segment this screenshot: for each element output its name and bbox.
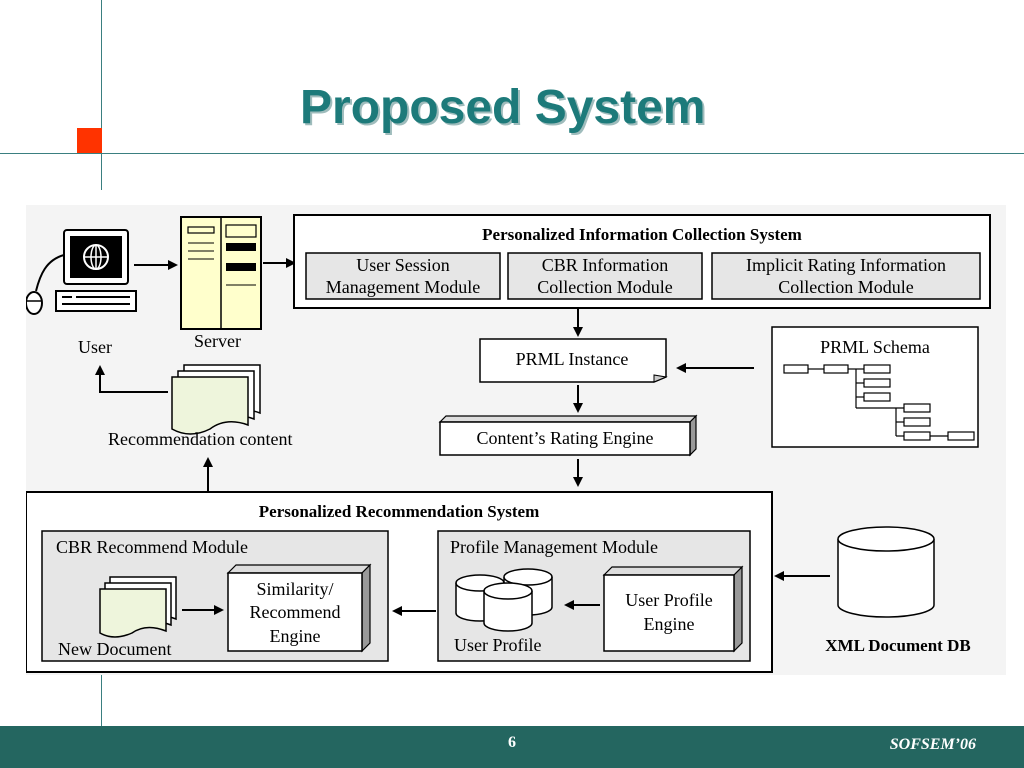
decor-vertical-line-top: [101, 0, 102, 190]
page-number: 6: [508, 734, 516, 751]
user-label: User: [78, 337, 112, 357]
rating-engine-box: Content’s Rating Engine: [438, 414, 698, 457]
cbr-information-module: [507, 252, 703, 300]
similarity-engine-line3: Engine: [270, 626, 321, 646]
xml-document-db-label: XML Document DB: [825, 636, 970, 655]
decor-horizontal-line: [0, 153, 1024, 154]
schema-tree-icon: [783, 364, 975, 441]
cbr-information-module-line1: CBR Information: [542, 255, 669, 275]
collection-system-title: Personalized Information Collection Syst…: [482, 225, 802, 244]
cbr-recommend-module-title: CBR Recommend Module: [56, 537, 248, 557]
new-document-icon: [99, 576, 177, 638]
xml-document-db-icon: [837, 526, 935, 618]
recommendation-system-title: Personalized Recommendation System: [259, 502, 539, 521]
user-session-module-line1: User Session: [356, 255, 450, 275]
slide-title: Proposed System: [300, 81, 706, 134]
prml-schema-box: PRML Schema: [771, 326, 979, 448]
footer-bar: [0, 726, 1024, 768]
conference-label: SOFSEM’06: [889, 736, 976, 753]
arrow-content-to-user: [95, 365, 168, 393]
server-icon: [180, 216, 262, 330]
user-computer-icon: [26, 229, 137, 315]
similarity-engine-line1: Similarity/: [256, 579, 333, 599]
profile-management-module-title: Profile Management Module: [450, 537, 658, 557]
system-diagram: User Server Personalized Information Col…: [26, 205, 1006, 675]
user-profile-label: User Profile: [454, 635, 541, 655]
prml-instance-label: PRML Instance: [516, 349, 629, 369]
implicit-rating-module-line2: Collection Module: [778, 277, 913, 297]
decor-vertical-line-bottom: [101, 672, 102, 726]
implicit-rating-module: [711, 252, 981, 300]
user-profile-engine-line2: Engine: [644, 614, 695, 634]
implicit-rating-module-line1: Implicit Rating Information: [746, 255, 946, 275]
new-document-label: New Document: [58, 639, 171, 659]
user-session-module-line2: Management Module: [326, 277, 480, 297]
prml-instance-box: PRML Instance: [479, 338, 668, 383]
collection-system-box: Personalized Information Collection Syst…: [293, 214, 991, 309]
prml-schema-label: PRML Schema: [820, 337, 930, 357]
recommendation-system-box: Personalized Recommendation System CBR R…: [26, 491, 773, 673]
user-session-module: [305, 252, 501, 300]
rating-engine-label: Content’s Rating Engine: [477, 428, 654, 448]
similarity-engine-line2: Recommend: [250, 602, 341, 622]
user-profile-engine-box: User Profile Engine: [602, 565, 744, 653]
decor-red-square: [77, 128, 102, 153]
server-label: Server: [194, 331, 241, 351]
recommendation-content-label: Recommendation content: [108, 429, 292, 449]
user-profile-db-icon: [455, 568, 553, 632]
similarity-engine-box: Similarity/ Recommend Engine: [226, 563, 372, 653]
recommendation-content-icon: [171, 364, 261, 435]
cbr-information-module-line2: Collection Module: [537, 277, 672, 297]
user-profile-engine-line1: User Profile: [625, 590, 712, 610]
